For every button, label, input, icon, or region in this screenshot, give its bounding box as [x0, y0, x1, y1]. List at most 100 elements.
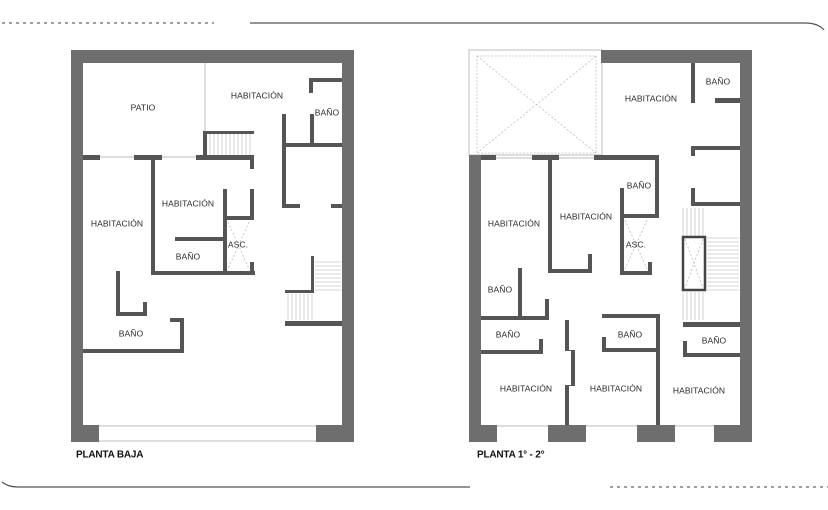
wall-segment: [620, 214, 659, 218]
wall-segment: [143, 302, 147, 316]
wall-segment: [282, 114, 286, 208]
room-label-habitacion: HABITACIÓN: [625, 93, 677, 103]
wall-segment: [620, 271, 652, 275]
room-label-bano: BAÑO: [706, 76, 731, 86]
wall-segment: [331, 204, 342, 208]
wall-segment: [116, 271, 120, 316]
wall-segment: [285, 290, 314, 293]
room-label-bano: BAÑO: [618, 329, 643, 339]
wall-segment: [648, 262, 652, 275]
void-inner: [476, 55, 597, 154]
plan-title-upper-floors: PLANTA 1° - 2°: [477, 450, 545, 461]
wall-segment: [309, 78, 342, 82]
wall-segment: [481, 155, 496, 160]
wall-segment: [196, 155, 254, 160]
room-label-elevator: ASC.: [626, 239, 646, 249]
wall-right: [740, 50, 752, 442]
wall-segment: [548, 158, 552, 273]
decorative-frame: [1, 22, 828, 488]
elevator-shaft: [624, 219, 648, 270]
wall-segment: [180, 318, 184, 353]
wall-segment: [250, 155, 254, 169]
wall-segment: [282, 143, 342, 147]
wall-pier: [469, 425, 497, 442]
wall-segment: [683, 322, 740, 327]
room-label-bano: BAÑO: [496, 329, 521, 339]
void-outline: [468, 49, 603, 156]
room-label-habitacion: HABITACIÓN: [91, 218, 143, 228]
wall-segment: [691, 63, 695, 103]
wall-segment: [250, 189, 254, 219]
room-label-bano: BAÑO: [176, 251, 201, 261]
wall-segment: [116, 312, 147, 316]
room-label-habitacion: HABITACIÓN: [162, 198, 214, 208]
wall-segment: [170, 318, 184, 322]
wall-segment: [481, 350, 543, 354]
room-label-habitacion: HABITACIÓN: [673, 385, 725, 395]
ground-floor-plan: PATIO HABITACIÓN BAÑO HABITACIÓN HABITAC…: [71, 50, 354, 461]
room-label-bano: BAÑO: [488, 284, 513, 294]
wall-segment: [223, 189, 227, 275]
stair-well-cross: [684, 238, 704, 289]
wall-segment: [250, 262, 254, 275]
stairs-right: [287, 261, 341, 320]
wall-segment: [151, 158, 155, 275]
wall-pier: [637, 425, 675, 442]
stair-well: [681, 235, 707, 292]
room-label-patio: PATIO: [131, 102, 156, 112]
room-label-bano: BAÑO: [315, 107, 340, 117]
room-label-bano: BAÑO: [702, 335, 727, 345]
room-label-habitacion: HABITACIÓN: [500, 383, 552, 393]
wall-pier: [714, 425, 752, 442]
wall-segment: [691, 188, 695, 206]
wall-segment: [309, 78, 313, 93]
stairs-right: [682, 208, 739, 320]
wall-segment: [311, 256, 314, 293]
wall-segment: [175, 237, 225, 241]
elevator-shaft: [227, 221, 250, 270]
room-label-habitacion: HABITACIÓN: [590, 383, 642, 393]
wall-segment: [655, 155, 659, 218]
wall-segment: [602, 337, 606, 352]
void-cross: [476, 55, 597, 154]
wall-segment: [134, 155, 162, 160]
wall-segment: [83, 349, 184, 353]
wall-segment: [282, 204, 300, 208]
wall-segment: [203, 131, 254, 134]
wall-segment: [223, 216, 254, 220]
wall-bottom-right-pier: [316, 425, 354, 442]
wall-right: [342, 50, 354, 442]
wall-segment: [602, 314, 660, 318]
wall-segment: [545, 299, 549, 320]
wall-left: [469, 155, 481, 442]
stairs-top: [209, 134, 251, 155]
wall-segment: [691, 202, 740, 206]
room-label-bano: BAÑO: [627, 180, 652, 190]
wall-bottom-left-pier: [71, 425, 99, 442]
wall-segment: [539, 339, 543, 354]
wall-segment: [83, 155, 100, 160]
wall-pier: [548, 425, 586, 442]
wall-segment: [588, 254, 592, 273]
wall-segment: [691, 146, 740, 150]
frame-line-bottom: [1, 481, 470, 488]
wall-segment: [151, 271, 255, 275]
plan-title-ground-floor: PLANTA BAJA: [76, 450, 143, 461]
wall-segment: [518, 268, 522, 320]
wall-segment: [602, 348, 656, 352]
wall-segment: [548, 269, 592, 273]
upper-floors-plan: HABITACIÓN BAÑO HABITACIÓN HABITACIÓN BA…: [468, 49, 752, 461]
room-label-habitacion: HABITACIÓN: [560, 211, 612, 221]
stair-well-cross: [684, 238, 704, 289]
wall-segment: [594, 155, 658, 160]
wall-segment: [683, 353, 740, 357]
wall-top: [601, 50, 752, 63]
wall-top: [71, 50, 354, 63]
wall-segment: [481, 316, 549, 320]
wall-segment: [620, 188, 624, 275]
wall-segment: [203, 131, 207, 158]
room-label-habitacion: HABITACIÓN: [488, 218, 540, 228]
room-label-bano: BAÑO: [119, 328, 144, 338]
wall-segment: [532, 155, 559, 160]
